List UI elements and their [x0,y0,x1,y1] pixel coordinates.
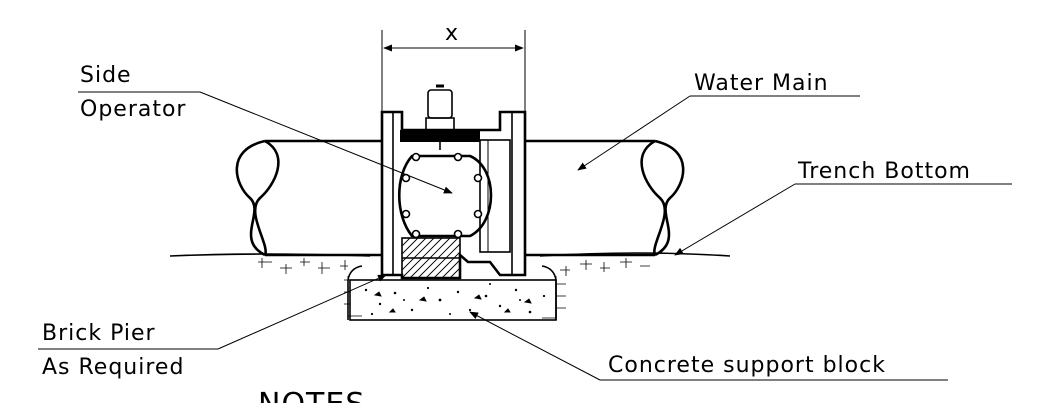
dimension-x: x [381,21,526,112]
water-main-label: Water Main [694,71,829,96]
soil-hatching [258,258,650,319]
brick-pier-label-line1: Brick Pier [42,321,156,346]
leader-lines [38,91,1012,381]
concrete-support-block [349,279,557,321]
operator-head [400,84,480,150]
side-operator-label-line1: Side [80,63,132,88]
concrete-block-label: Concrete support block [608,353,886,378]
side-operator-gear [397,152,493,239]
side-operator-label-line2: Operator [80,97,186,122]
brick-pier-label-line2: As Required [42,355,184,380]
trench-bottom-label: Trench Bottom [797,159,971,184]
dimension-x-label: x [445,21,459,46]
notes-heading-partial: NOTES [258,387,365,403]
brick-pier [401,237,461,279]
